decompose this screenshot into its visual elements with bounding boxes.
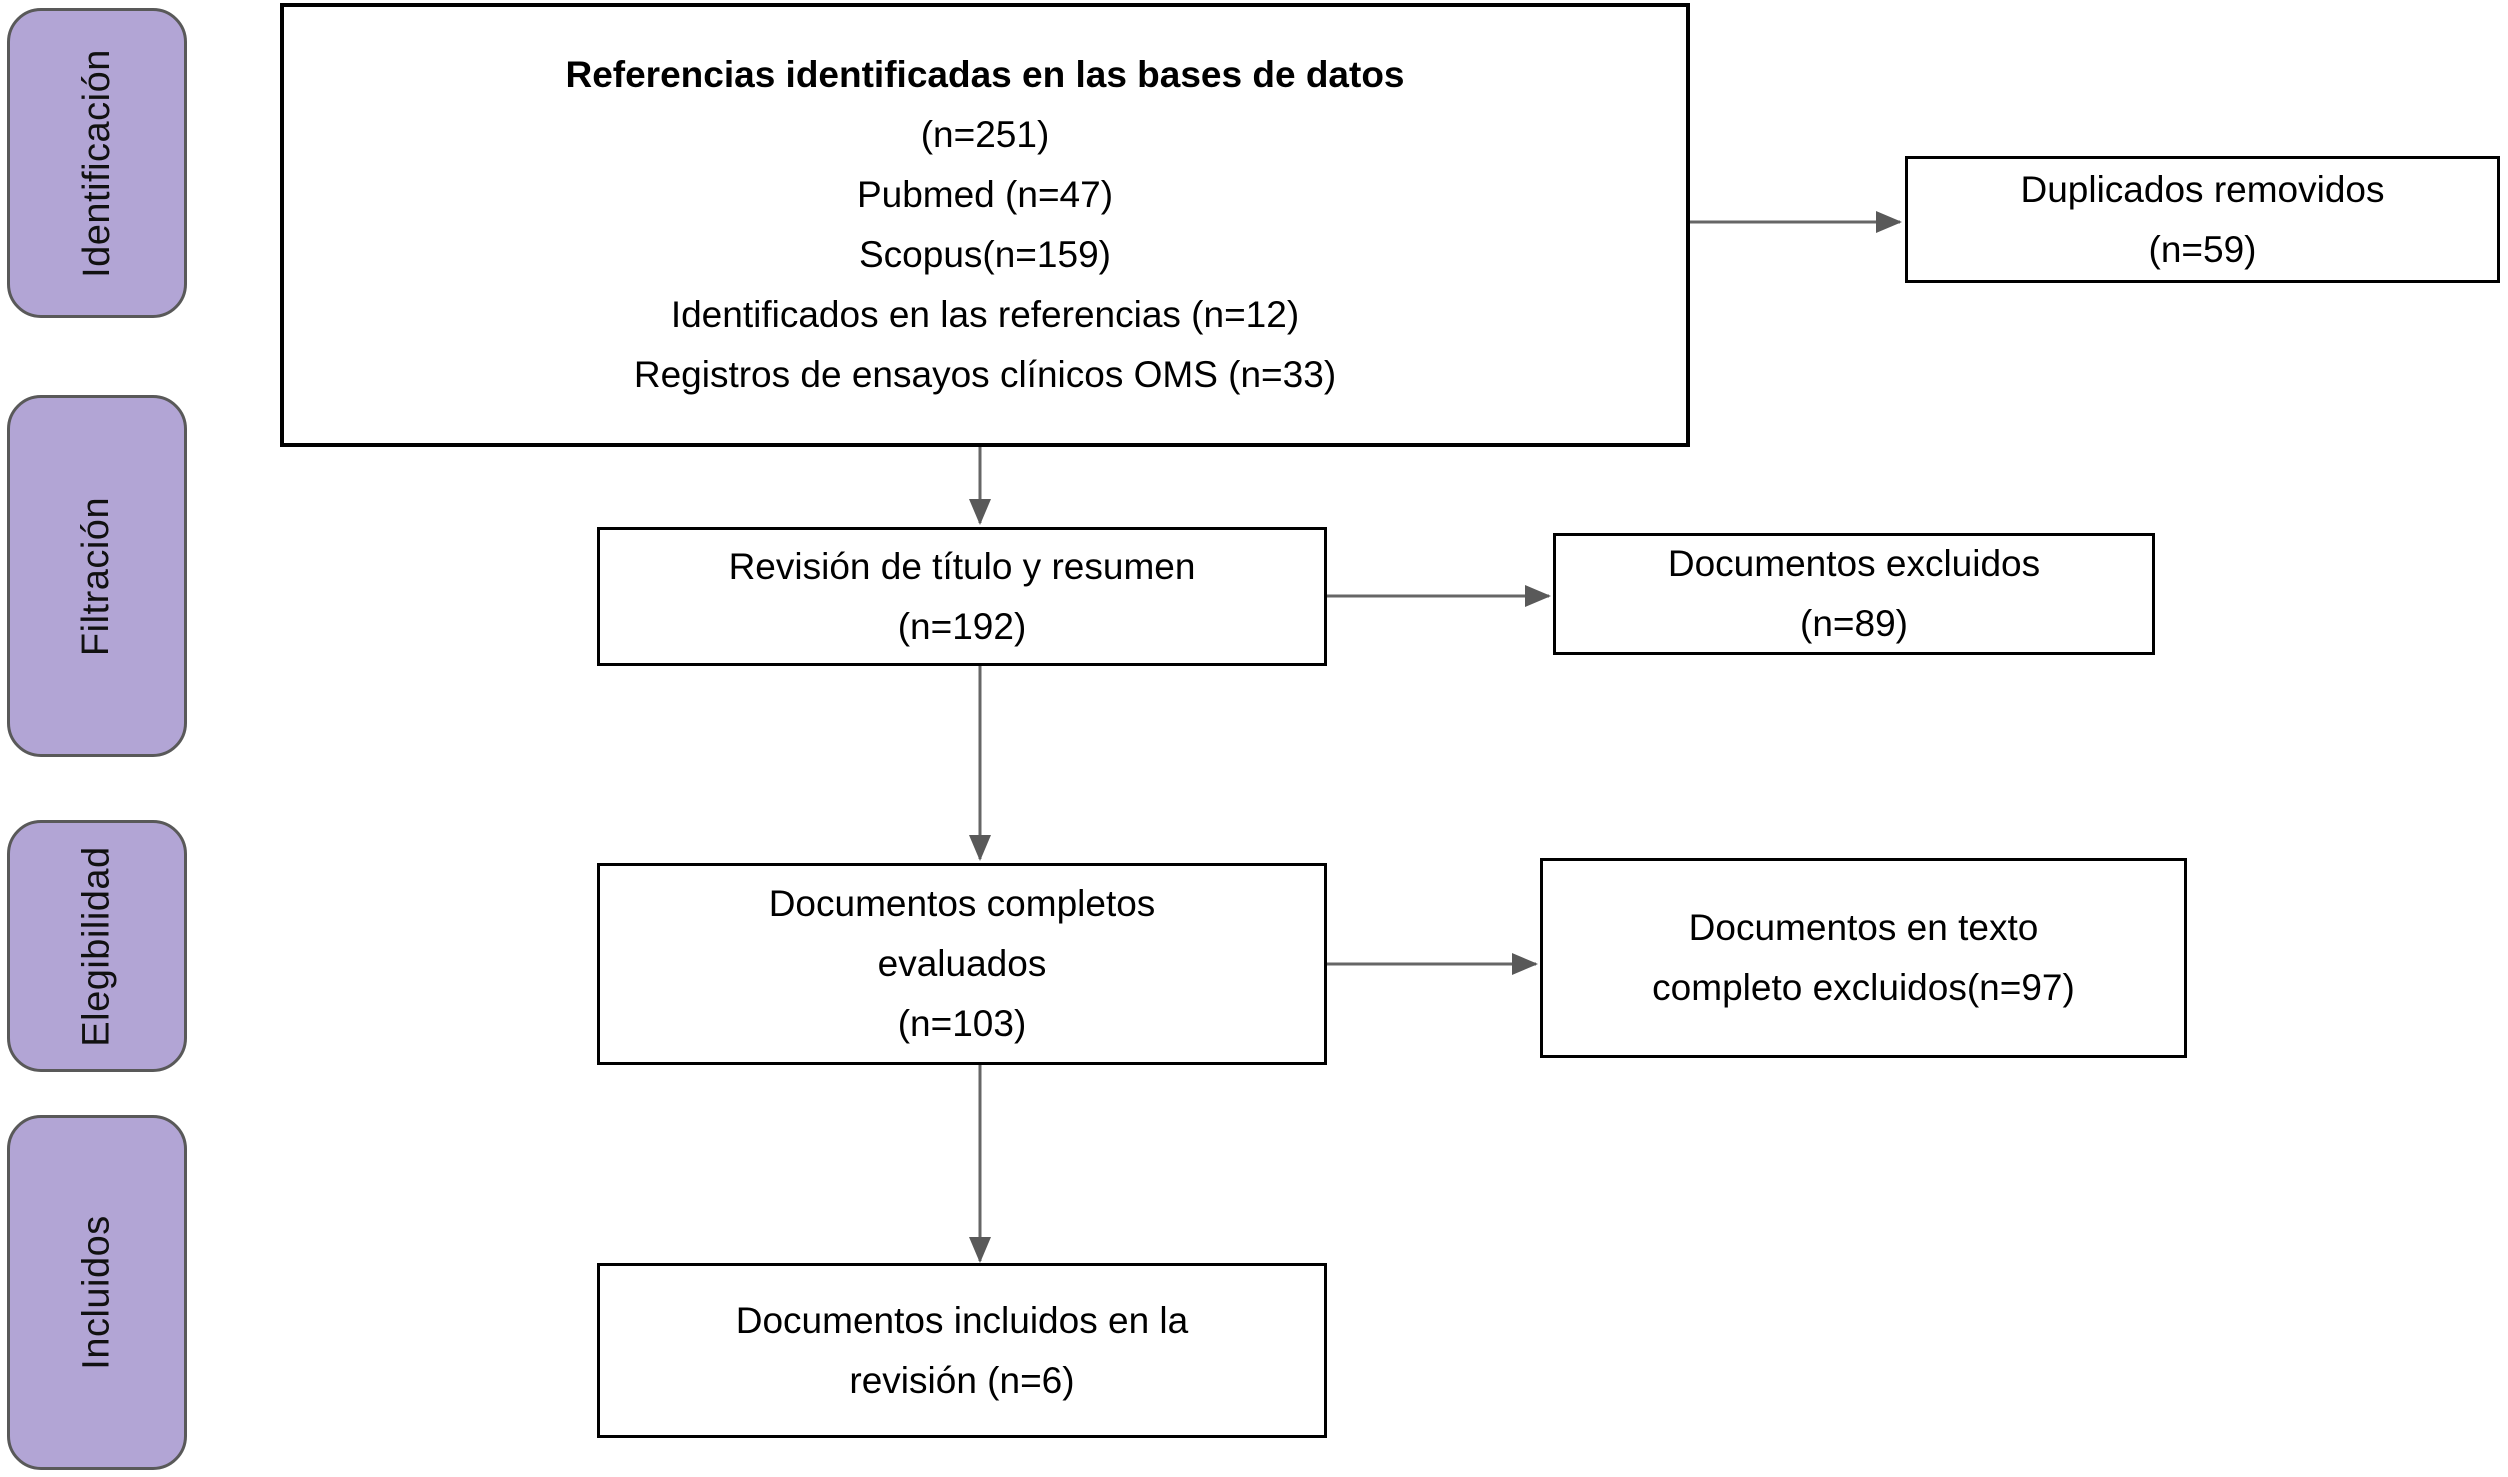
fulltext-excluded-box: Documentos en texto completo excluidos(n… <box>1540 858 2187 1058</box>
identification-total-count: (n=251) <box>920 114 1050 155</box>
documents-excluded-label: Documentos excluidos <box>1667 543 2041 584</box>
fulltext-assessed-line2: evaluados <box>877 943 1047 984</box>
screening-count: (n=192) <box>897 605 1027 647</box>
duplicates-removed-label: Duplicados removidos <box>2020 168 2385 210</box>
stage-eligibility-label: Elegibilidad <box>75 845 118 1047</box>
identification-sources-title: Referencias identificadas en las bases d… <box>565 54 1405 95</box>
included-documents-line1: Documentos incluidos en la <box>735 1299 1189 1341</box>
stage-screening-label: Filtración <box>75 496 118 656</box>
stage-eligibility: Elegibilidad <box>7 820 187 1072</box>
fulltext-assessed-box: Documentos completos evaluados (n=103) <box>597 863 1327 1065</box>
stage-screening: Filtración <box>7 395 187 757</box>
identification-scopus-count: Scopus(n=159) <box>859 234 1111 275</box>
fulltext-assessed-count: (n=103) <box>897 1003 1027 1044</box>
fulltext-excluded-line2: completo excluidos(n=97) <box>1652 967 2075 1008</box>
documents-excluded-box: Documentos excluidos (n=89) <box>1553 533 2155 655</box>
identification-oms-count: Registros de ensayos clínicos OMS (n=33) <box>633 354 1337 395</box>
identification-references-count: Identificados en las referencias (n=12) <box>670 294 1300 335</box>
stage-included-label: Incluidos <box>75 1215 118 1370</box>
stage-included: Incluidos <box>7 1115 187 1470</box>
documents-excluded-count: (n=89) <box>1800 603 1908 644</box>
identification-pubmed-count: Pubmed (n=47) <box>856 174 1114 215</box>
fulltext-excluded-line1: Documentos en texto <box>1688 907 2039 948</box>
stage-identification: Identificación <box>7 8 187 318</box>
title-abstract-screening-box: Revisión de título y resumen (n=192) <box>597 527 1327 666</box>
identification-sources-box: Referencias identificadas en las bases d… <box>280 3 1690 447</box>
included-documents-line2: revisión (n=6) <box>849 1359 1075 1401</box>
duplicates-removed-box: Duplicados removidos (n=59) <box>1905 156 2500 283</box>
stage-identification-label: Identificación <box>75 48 118 278</box>
duplicates-removed-count: (n=59) <box>2148 228 2257 270</box>
fulltext-assessed-line1: Documentos completos <box>768 883 1156 924</box>
screening-label: Revisión de título y resumen <box>728 545 1196 587</box>
included-documents-box: Documentos incluidos en la revisión (n=6… <box>597 1263 1327 1438</box>
